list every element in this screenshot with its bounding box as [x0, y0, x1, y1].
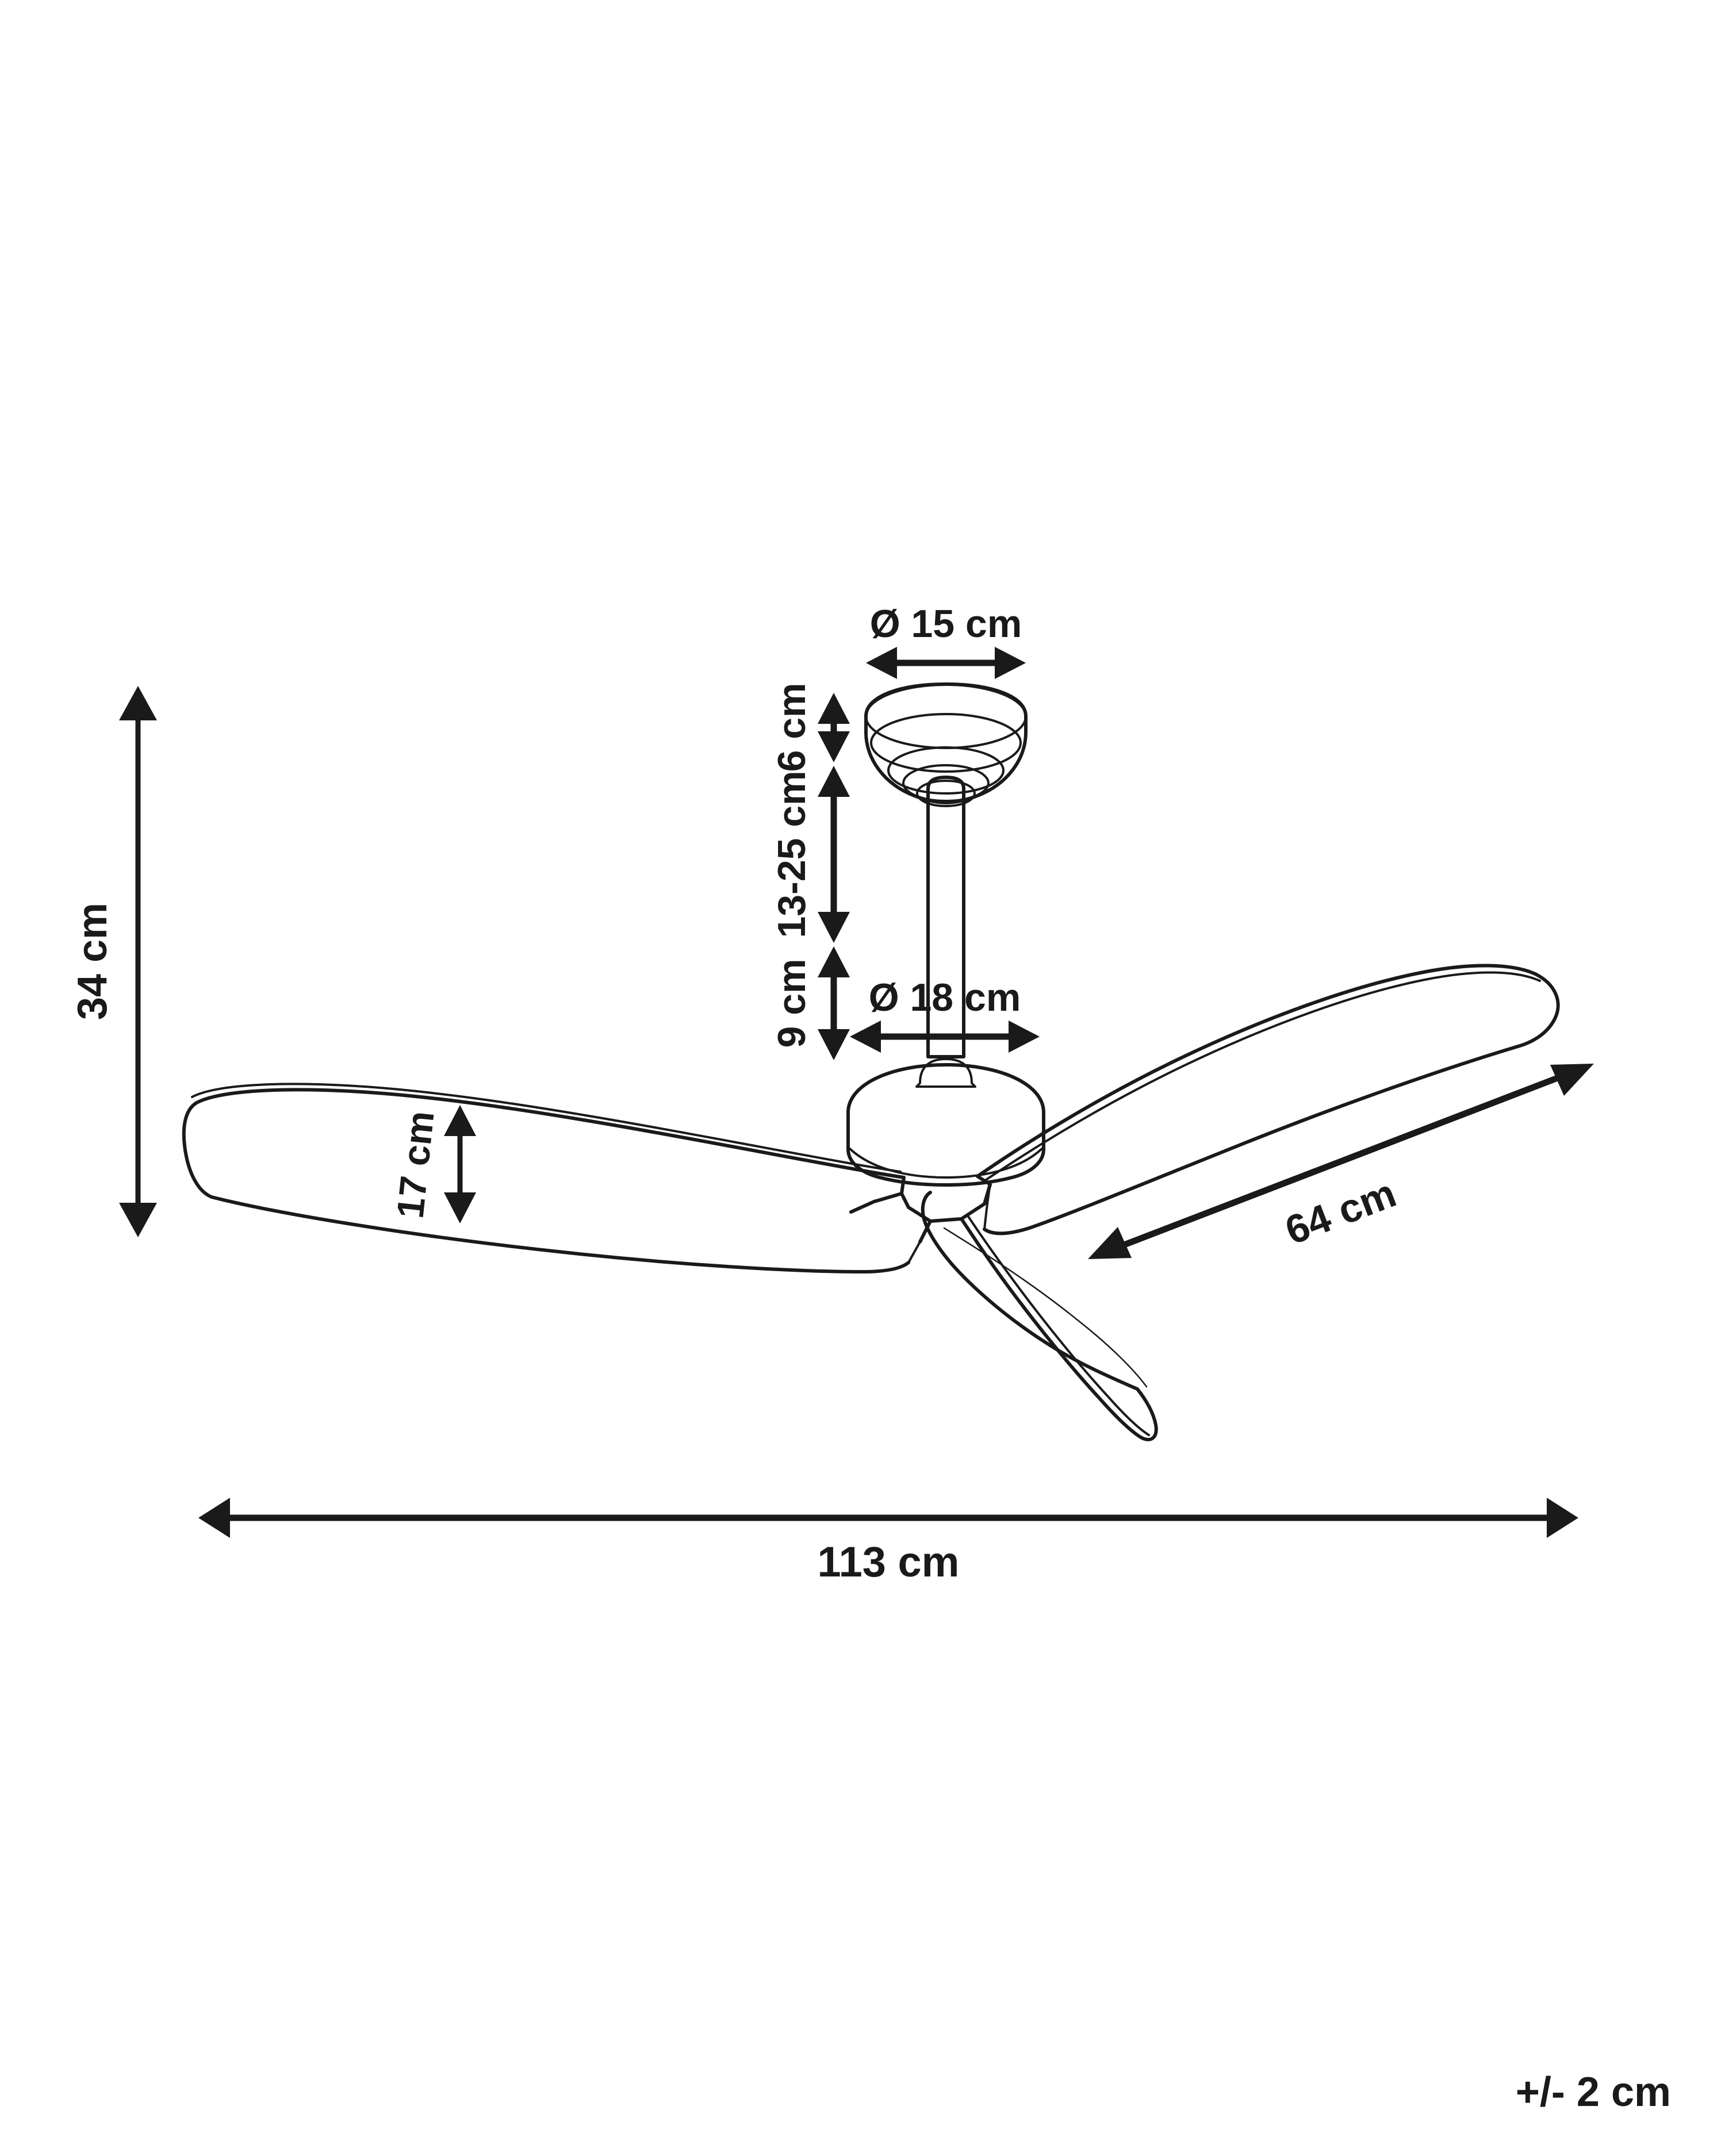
dimension-total-height: 34 cm [70, 686, 157, 1237]
label-blade-span: 113 cm [818, 1538, 960, 1586]
dimension-blade-length: 64 cm [1088, 1064, 1594, 1259]
downrod-coupling [915, 1058, 976, 1088]
dimension-blade-width: 17 cm [389, 1105, 476, 1223]
label-total-height: 34 cm [70, 903, 116, 1020]
label-tolerance: +/- 2 cm [1516, 2069, 1671, 2115]
tolerance-note: +/- 2 cm [1516, 2069, 1671, 2115]
label-downrod-length: 13-25 cm [770, 770, 814, 938]
dimension-downrod-length: 13-25 cm [770, 766, 850, 943]
label-motor-diameter: Ø 18 cm [869, 976, 1021, 1019]
label-blade-length: 64 cm [1279, 1171, 1402, 1253]
dimension-blade-span: 113 cm [198, 1498, 1578, 1586]
label-blade-width: 17 cm [389, 1109, 442, 1221]
fan-blade-left [182, 1083, 921, 1273]
label-canopy-height: 6 cm [770, 683, 814, 772]
fan-blade-bottom [921, 1191, 1158, 1441]
dimension-canopy-diameter: Ø 15 cm [866, 602, 1026, 679]
motor-housing [846, 1063, 1045, 1187]
fan-product-outline [182, 682, 1560, 1441]
ceiling-canopy [864, 682, 1028, 807]
fan-blade-right [976, 964, 1560, 1236]
label-motor-height: 9 cm [770, 959, 814, 1048]
dimension-motor-diameter: Ø 18 cm [850, 976, 1040, 1053]
label-canopy-diameter: Ø 15 cm [870, 602, 1022, 646]
dimension-canopy-height: 6 cm [770, 683, 850, 772]
dimension-motor-height: 9 cm [770, 946, 850, 1060]
downrod [926, 776, 965, 1058]
